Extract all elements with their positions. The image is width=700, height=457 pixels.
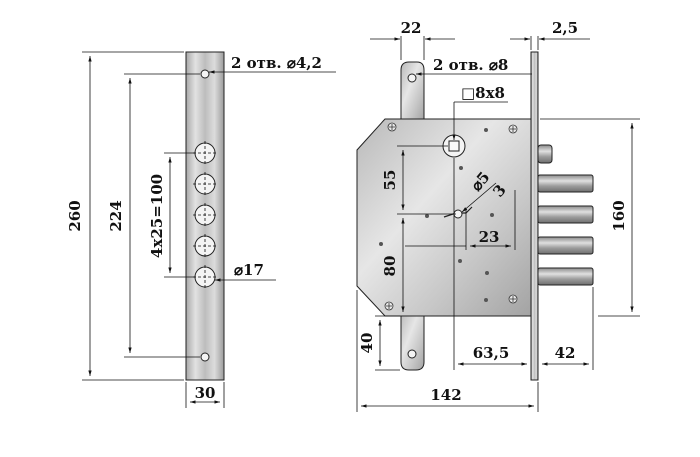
faceplate-view: 260 224 4x25=100 30 2 отв. ⌀4,2 ⌀17	[66, 51, 336, 408]
faceplate-mount-hole-top	[200, 69, 210, 79]
dim-55: 55	[381, 170, 399, 191]
latch-knob	[537, 144, 553, 164]
note-bolt-hole: ⌀17	[234, 261, 264, 279]
lock-bolts	[537, 174, 594, 286]
lock-bottom-tab	[400, 309, 425, 371]
dim-160: 160	[610, 200, 628, 231]
note-spindle: □8x8	[461, 84, 505, 102]
lock-body-view: 22 2,5 2 отв. ⌀8 □8x8 55 80 ⌀5 3 23	[356, 19, 640, 412]
spindle-square	[448, 140, 460, 152]
dim-80: 80	[381, 256, 399, 277]
dim-2-5: 2,5	[552, 19, 578, 37]
dim-22: 22	[401, 19, 422, 37]
dim-30: 30	[195, 384, 216, 402]
dim-4x25: 4x25=100	[148, 174, 166, 258]
dim-63-5: 63,5	[473, 344, 510, 362]
lock-end-plate	[530, 51, 539, 381]
dim-40: 40	[358, 333, 376, 354]
dim-142: 142	[430, 386, 461, 404]
dim-224: 224	[107, 200, 125, 231]
lock-top-tab	[400, 61, 425, 121]
faceplate-mount-hole-bottom	[200, 352, 210, 362]
faceplate-bolt-holes	[193, 141, 217, 289]
dim-23: 23	[479, 228, 500, 246]
note-mount-holes: 2 отв. ⌀4,2	[231, 54, 322, 72]
dim-260: 260	[66, 200, 84, 231]
dim-42: 42	[555, 344, 576, 362]
note-holes-8: 2 отв. ⌀8	[433, 56, 508, 74]
